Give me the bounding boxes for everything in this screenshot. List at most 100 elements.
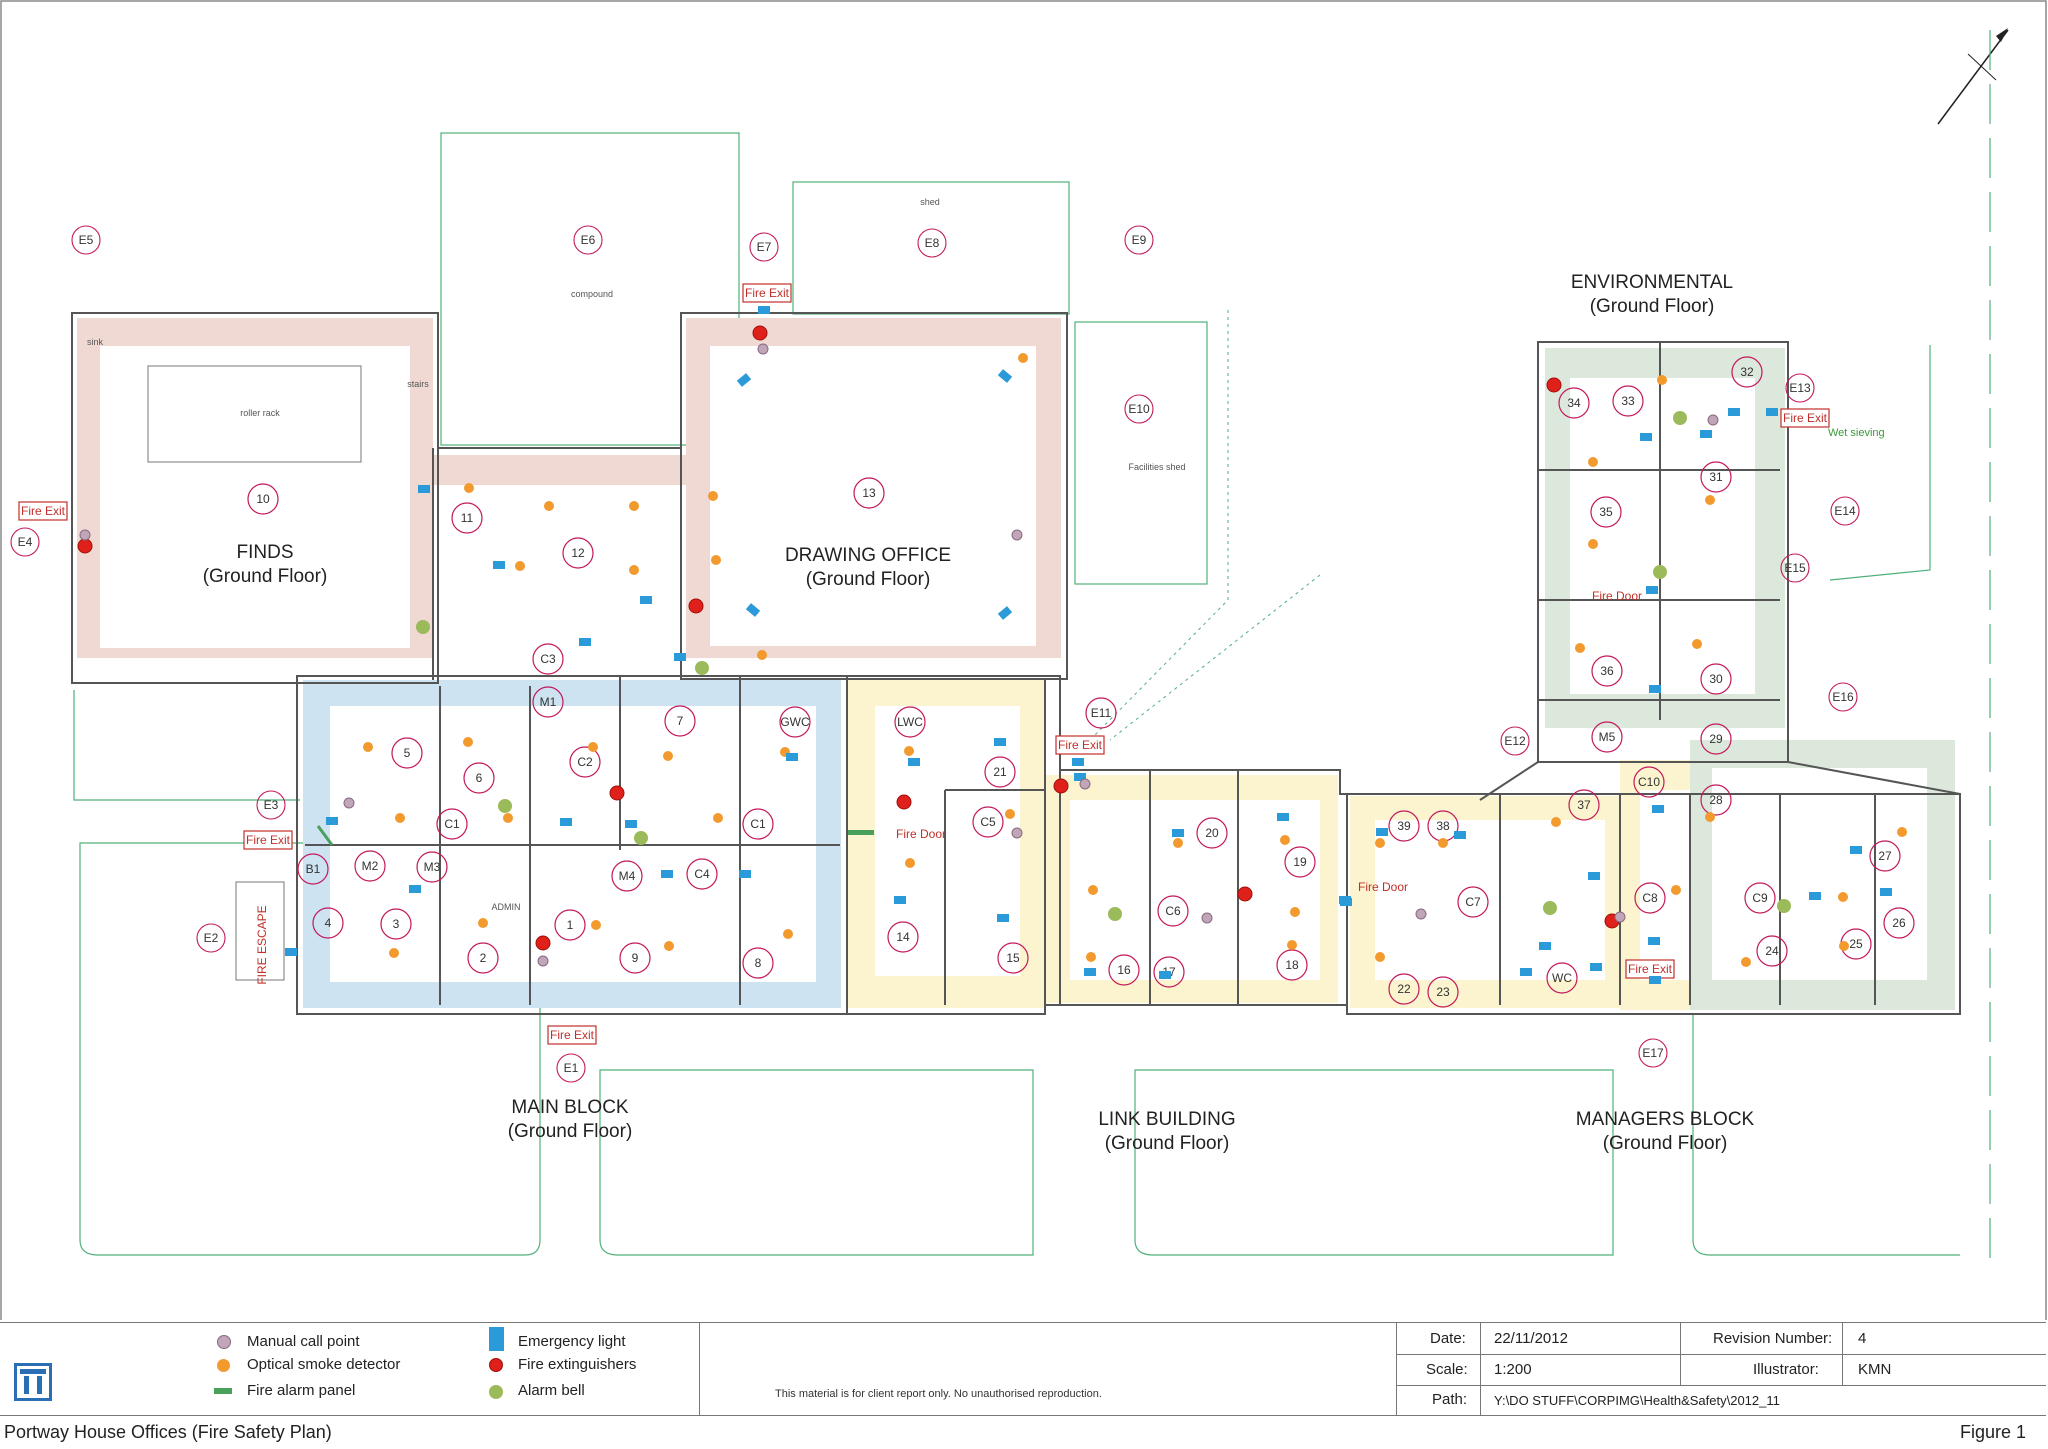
emergency-light <box>1074 773 1086 781</box>
fire-exit-sign: Fire Exit <box>742 283 792 303</box>
fire-exit-label: Fire Exit <box>550 1028 595 1042</box>
room-marker: 32 <box>1731 356 1763 388</box>
room-marker: 12 <box>562 537 594 569</box>
room-circle <box>997 942 1029 974</box>
room-marker: 11 <box>451 502 483 534</box>
emergency-light <box>894 896 906 904</box>
room-number: 14 <box>896 930 910 944</box>
room-number: C1 <box>444 817 460 831</box>
smoke-detector <box>1671 885 1681 895</box>
external-circle <box>71 225 101 255</box>
room-number: 13 <box>862 486 876 500</box>
smoke-detector <box>1088 885 1098 895</box>
room-number: 3 <box>393 917 400 931</box>
room-number: C7 <box>1465 895 1481 909</box>
room-number: 37 <box>1577 798 1591 812</box>
room-circle <box>1756 935 1788 967</box>
room-circle <box>1153 956 1185 988</box>
room-circle <box>984 756 1016 788</box>
block-floor-finds: (Ground Floor) <box>203 566 328 587</box>
emergency-light <box>1649 685 1661 693</box>
room-circle <box>1558 387 1590 419</box>
room-marker: 34 <box>1558 387 1590 419</box>
smoke-detector <box>629 565 639 575</box>
emergency-light <box>1640 433 1652 441</box>
room-circle <box>569 746 601 778</box>
room-circle <box>1388 973 1420 1005</box>
illustrator-value: KMN <box>1858 1361 1892 1378</box>
legend-fire-extinguishers: Fire extinguishers <box>518 1356 637 1373</box>
smoke-detector <box>363 742 373 752</box>
room-number: 6 <box>476 771 483 785</box>
room-number: 29 <box>1709 732 1723 746</box>
alarm-bell <box>1777 899 1791 913</box>
smoke-detector <box>1741 957 1751 967</box>
smoke-detector <box>783 929 793 939</box>
fire-extinguisher <box>1546 377 1562 393</box>
manual-call-point <box>1415 908 1427 920</box>
room-marker: 10 <box>247 483 279 515</box>
manual-call-point <box>79 529 91 541</box>
smoke-detector <box>463 737 473 747</box>
room-circle <box>1546 962 1578 994</box>
room-marker: 33 <box>1612 385 1644 417</box>
room-circle <box>1612 385 1644 417</box>
room-marker: 37 <box>1568 789 1600 821</box>
room-circle <box>451 502 483 534</box>
fire-door-label: Fire Door <box>896 827 946 841</box>
room-marker: 8 <box>742 947 774 979</box>
external-marker: E5 <box>71 225 101 255</box>
emergency-light <box>493 561 505 569</box>
room-circle <box>1388 810 1420 842</box>
external-marker: E1 <box>556 1053 586 1083</box>
emergency-light <box>997 914 1009 922</box>
room-number: 1 <box>567 918 574 932</box>
room-marker: C8 <box>1634 882 1666 914</box>
alarm-bell <box>1108 907 1122 921</box>
room-marker: E11 <box>1085 697 1117 729</box>
room-circle <box>619 942 651 974</box>
smoke-detector <box>1280 835 1290 845</box>
room-number: 19 <box>1293 855 1307 869</box>
room-number: C8 <box>1642 891 1658 905</box>
fire-exit-sign: Fire Exit <box>18 501 68 521</box>
fire-extinguisher <box>77 538 93 554</box>
fire-exit-label: Fire Exit <box>246 833 291 847</box>
block-name-managers: MANAGERS BLOCK <box>1576 1109 1755 1130</box>
room-number: GWC <box>780 715 810 729</box>
smoke-detector <box>663 751 673 761</box>
manual-call-point <box>1011 529 1023 541</box>
stairs-label: stairs <box>407 379 429 389</box>
external-number: E8 <box>925 236 940 250</box>
room-marker: 6 <box>463 762 495 794</box>
emergency-light <box>1880 888 1892 896</box>
room-marker: C1 <box>436 808 468 840</box>
room-circle <box>1700 663 1732 695</box>
room-number: 2 <box>480 951 487 965</box>
external-marker: E15 <box>1780 553 1810 583</box>
external-circle <box>1124 225 1154 255</box>
room-number: C4 <box>694 867 710 881</box>
block-titles: FINDS (Ground Floor) DRAWING OFFICE (Gro… <box>203 272 1755 1154</box>
room-circle <box>894 706 926 738</box>
room-number: C3 <box>540 652 556 666</box>
walls <box>71 312 1961 1015</box>
scale-value: 1:200 <box>1494 1361 1532 1378</box>
room-circle <box>1883 907 1915 939</box>
fire-extinguisher <box>688 598 704 614</box>
room-circle <box>532 643 564 675</box>
room-marker: C1 <box>742 808 774 840</box>
room-marker: 30 <box>1700 663 1732 695</box>
room-number: 8 <box>755 956 762 970</box>
room-marker: 15 <box>997 942 1029 974</box>
room-circle <box>1427 976 1459 1008</box>
room-number: 22 <box>1397 982 1411 996</box>
room-marker: C5 <box>972 806 1004 838</box>
emergency-light <box>1159 971 1171 979</box>
room-marker: 36 <box>1591 655 1623 687</box>
room-marker: GWC <box>779 706 811 738</box>
date-value: 22/11/2012 <box>1494 1330 1568 1347</box>
manual-call-point <box>343 797 355 809</box>
room-marker: C3 <box>532 643 564 675</box>
emergency-light <box>994 738 1006 746</box>
